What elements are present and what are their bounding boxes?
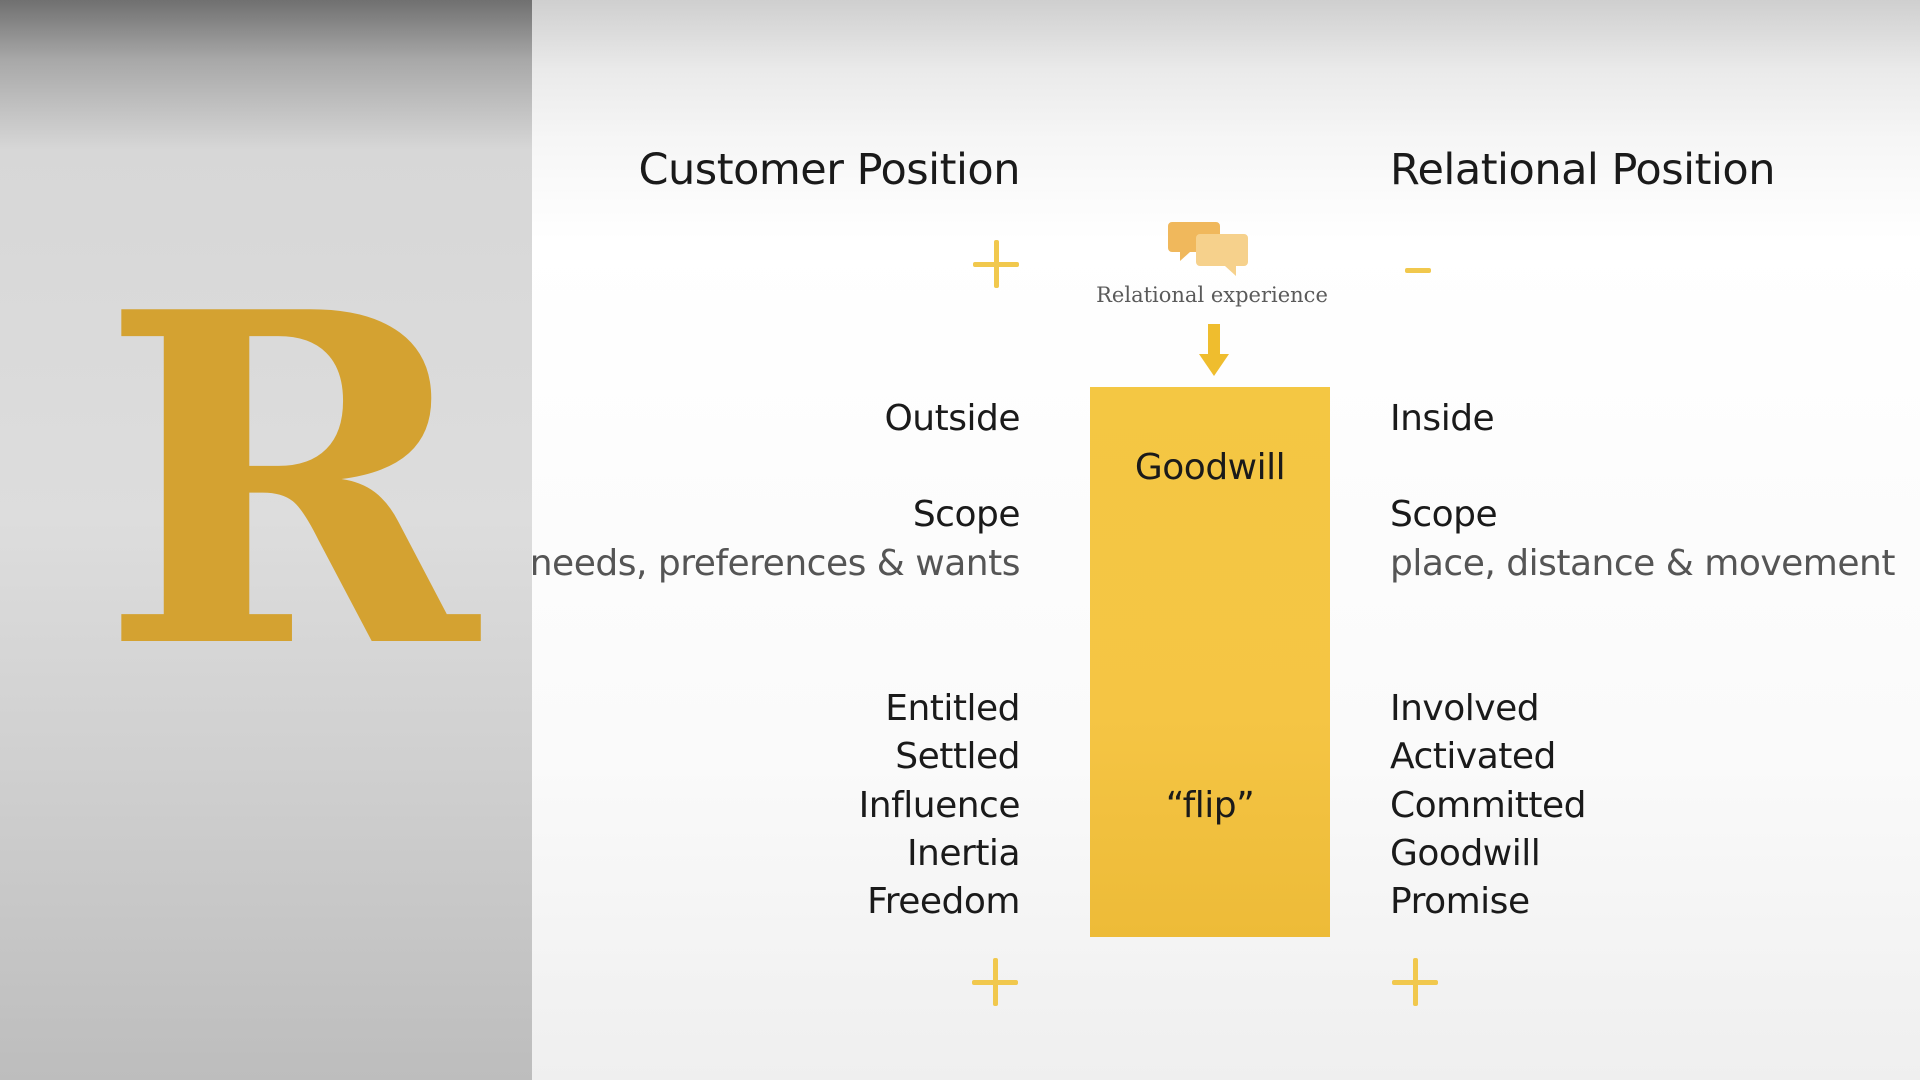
- right-scope: Scope: [1390, 494, 1498, 535]
- right-item: Committed: [1390, 785, 1587, 826]
- plus-icon-left-bottom: [972, 958, 1022, 1008]
- flip-label: “flip”: [1165, 785, 1255, 826]
- minus-icon-right-top: [1405, 246, 1455, 296]
- plus-icon-left-top: [973, 240, 1023, 290]
- left-scope-detail: needs, preferences & wants: [529, 543, 1021, 584]
- speech-bubbles-icon: [1168, 222, 1248, 276]
- left-scope: Scope: [912, 494, 1021, 535]
- right-item: Goodwill: [1390, 833, 1541, 874]
- right-item: Involved: [1390, 688, 1540, 729]
- left-panel: R: [0, 0, 532, 1080]
- right-item: Activated: [1390, 736, 1556, 777]
- goodwill-bar: Goodwill “flip”: [1090, 387, 1330, 937]
- right-item: Promise: [1390, 881, 1530, 922]
- left-item: Entitled: [885, 688, 1020, 729]
- big-letter-r: R: [100, 215, 479, 749]
- left-outside: Outside: [884, 398, 1020, 439]
- relational-position-heading: Relational Position: [1390, 145, 1775, 195]
- goodwill-label: Goodwill: [1134, 447, 1286, 488]
- customer-position-heading: Customer Position: [638, 145, 1021, 195]
- right-scope-detail: place, distance & movement: [1390, 543, 1895, 584]
- relational-experience-label: Relational experience: [1096, 283, 1328, 307]
- left-item: Influence: [858, 785, 1021, 826]
- left-item: Freedom: [867, 881, 1020, 922]
- left-item: Inertia: [906, 833, 1021, 874]
- right-inside: Inside: [1390, 398, 1495, 439]
- plus-icon-right-bottom: [1392, 958, 1442, 1008]
- arrow-down-icon: [1199, 324, 1229, 376]
- left-item: Settled: [895, 736, 1020, 777]
